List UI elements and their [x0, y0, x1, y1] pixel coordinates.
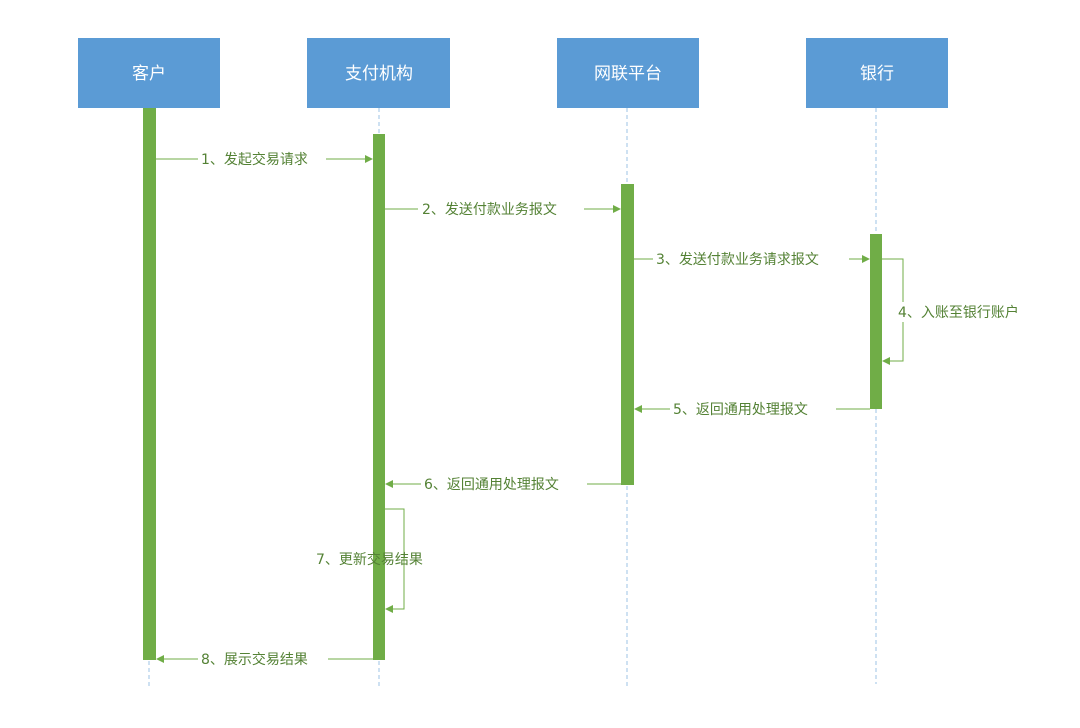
message-8: 8、展示交易结果 — [156, 649, 373, 669]
message-2: 2、发送付款业务报文 — [385, 199, 621, 219]
actor-bank: 银行 — [806, 38, 948, 108]
message-4-label: 4、入账至银行账户 — [898, 304, 1019, 321]
actor-bank-label: 银行 — [860, 64, 894, 84]
message-1-label: 1、发起交易请求 — [201, 151, 308, 168]
message-7: 7、更新交易结果 — [316, 508, 423, 613]
actor-customer: 客户 — [78, 38, 220, 108]
message-4: 4、入账至银行账户 — [882, 258, 1042, 365]
activation-customer — [143, 108, 156, 660]
message-1: 1、发起交易请求 — [156, 149, 373, 169]
actor-payment: 支付机构 — [307, 38, 450, 108]
message-6: 6、返回通用处理报文 — [385, 474, 621, 494]
message-8-label: 8、展示交易结果 — [201, 651, 308, 668]
message-5-label: 5、返回通用处理报文 — [673, 402, 808, 418]
actor-netunion-label: 网联平台 — [594, 64, 662, 84]
message-2-label: 2、发送付款业务报文 — [422, 202, 557, 218]
actor-payment-label: 支付机构 — [345, 64, 413, 84]
message-7-label: 7、更新交易结果 — [316, 551, 423, 568]
activation-payment — [373, 134, 385, 660]
message-3: 3、发送付款业务请求报文 — [634, 249, 870, 269]
message-3-label: 3、发送付款业务请求报文 — [656, 252, 819, 268]
activation-netunion — [621, 184, 634, 485]
actor-customer-label: 客户 — [132, 64, 166, 84]
message-5: 5、返回通用处理报文 — [634, 399, 870, 419]
message-6-label: 6、返回通用处理报文 — [424, 477, 559, 493]
actor-netunion: 网联平台 — [557, 38, 699, 108]
activation-bank — [870, 234, 882, 409]
